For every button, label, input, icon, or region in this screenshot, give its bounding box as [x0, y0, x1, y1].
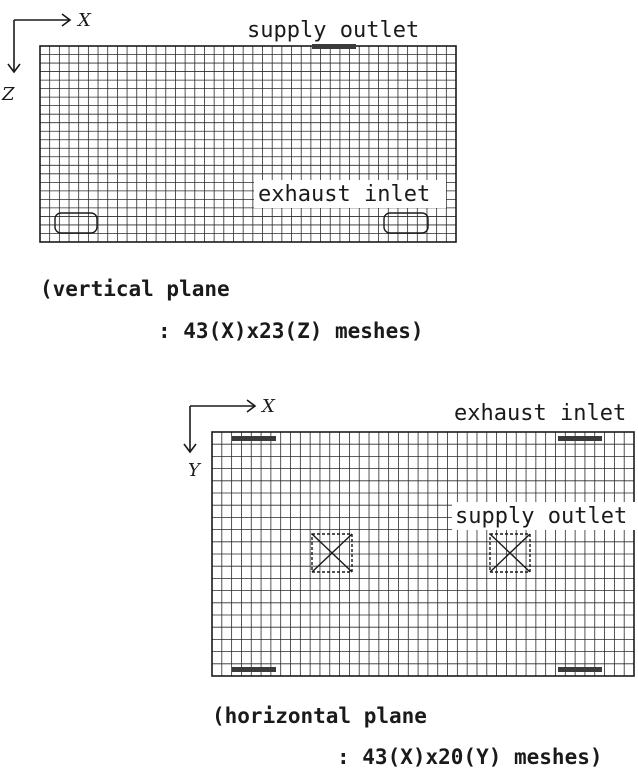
- vertical-exhaust-label-bg: [254, 180, 446, 208]
- vertical-mesh-grid: [40, 46, 456, 242]
- vertical-caption-line2: : 43(X)x23(Z) meshes): [158, 319, 424, 343]
- horizontal-exhaust-inlet-label: exhaust inlet: [454, 401, 626, 426]
- horizontal-exhaust-marker-bottom-right: [558, 667, 602, 672]
- vertical-supply-outlet-marker: [312, 44, 356, 49]
- horizontal-supply-outlet-left: [311, 533, 353, 573]
- horizontal-axis-y-label: Y: [188, 460, 202, 481]
- vertical-boundary: [39, 45, 457, 243]
- vertical-exhaust-inlet-box-left: [54, 212, 98, 234]
- vertical-axes: [7, 13, 72, 74]
- horizontal-axis-x-label: X: [260, 396, 276, 417]
- horizontal-plane: X Y exhaust inlet supply outlet (horizon…: [183, 396, 636, 769]
- horizontal-mesh-grid: [212, 432, 634, 676]
- vertical-exhaust-inlet-label: exhaust inlet: [258, 182, 430, 207]
- horizontal-axes: [183, 399, 257, 454]
- horizontal-caption-line1: (horizontal plane: [212, 704, 427, 728]
- vertical-caption-line1: (vertical plane: [40, 277, 230, 301]
- horizontal-exhaust-marker-top-right: [558, 436, 602, 441]
- horizontal-exhaust-marker-top-left: [232, 436, 276, 441]
- horizontal-supply-outlet-right: [489, 533, 531, 573]
- vertical-axis-z-label: Z: [1, 84, 15, 105]
- horizontal-supply-label-bg: [452, 502, 636, 530]
- horizontal-exhaust-marker-bottom-left: [232, 667, 276, 672]
- horizontal-supply-outlet-label: supply outlet: [455, 504, 627, 529]
- vertical-axis-x-label: X: [76, 10, 92, 31]
- vertical-supply-outlet-label: supply outlet: [247, 18, 419, 43]
- horizontal-boundary: [211, 431, 635, 677]
- vertical-exhaust-inlet-box-right: [383, 212, 429, 234]
- vertical-plane: X Z supply outlet exhaust inlet (vertica…: [1, 10, 457, 343]
- horizontal-caption-line2: : 43(X)x20(Y) meshes): [337, 745, 603, 769]
